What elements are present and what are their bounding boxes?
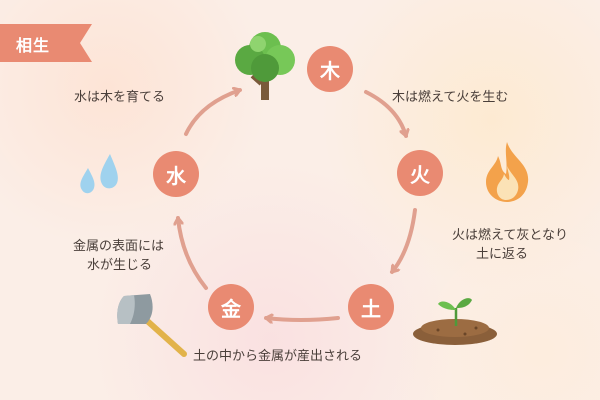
arrow-wood-to-fire [364,90,406,138]
relation-metal-to-water: 金属の表面には 水が生じる [40,237,164,275]
sprout-soil-icon [413,298,497,345]
arrow-water-to-wood [184,90,242,136]
tree-icon [235,32,295,100]
axe-icon [117,294,187,357]
element-fire: 火 [397,150,443,196]
element-metal: 金 [208,284,254,330]
element-water: 水 [153,151,199,197]
element-wood: 木 [307,46,353,92]
relation-metal-to-water-line2: 水が生じる [86,258,152,273]
element-earth: 土 [348,284,394,330]
arrow-earth-to-metal [264,318,340,320]
relation-water-to-wood: 水は木を育てる [74,90,166,105]
section-tag-label: 相生 [16,36,51,55]
relation-metal-to-water-line1: 金属の表面には [72,239,164,254]
relation-fire-to-earth-line2: 土に返る [475,247,528,262]
arrow-fire-to-earth [390,208,417,274]
relation-wood-to-fire: 木は燃えて火を生む [392,90,509,105]
relation-fire-to-earth-line1: 火は燃えて灰となり [452,228,568,243]
arrow-metal-to-water [178,216,208,290]
relation-earth-to-metal: 土の中から金属が産出される [193,349,363,364]
water-drops-icon [80,154,118,194]
section-tag: 相生 [0,24,92,62]
relation-fire-to-earth: 火は燃えて灰となり 土に返る [418,226,568,264]
flame-icon [486,142,529,202]
